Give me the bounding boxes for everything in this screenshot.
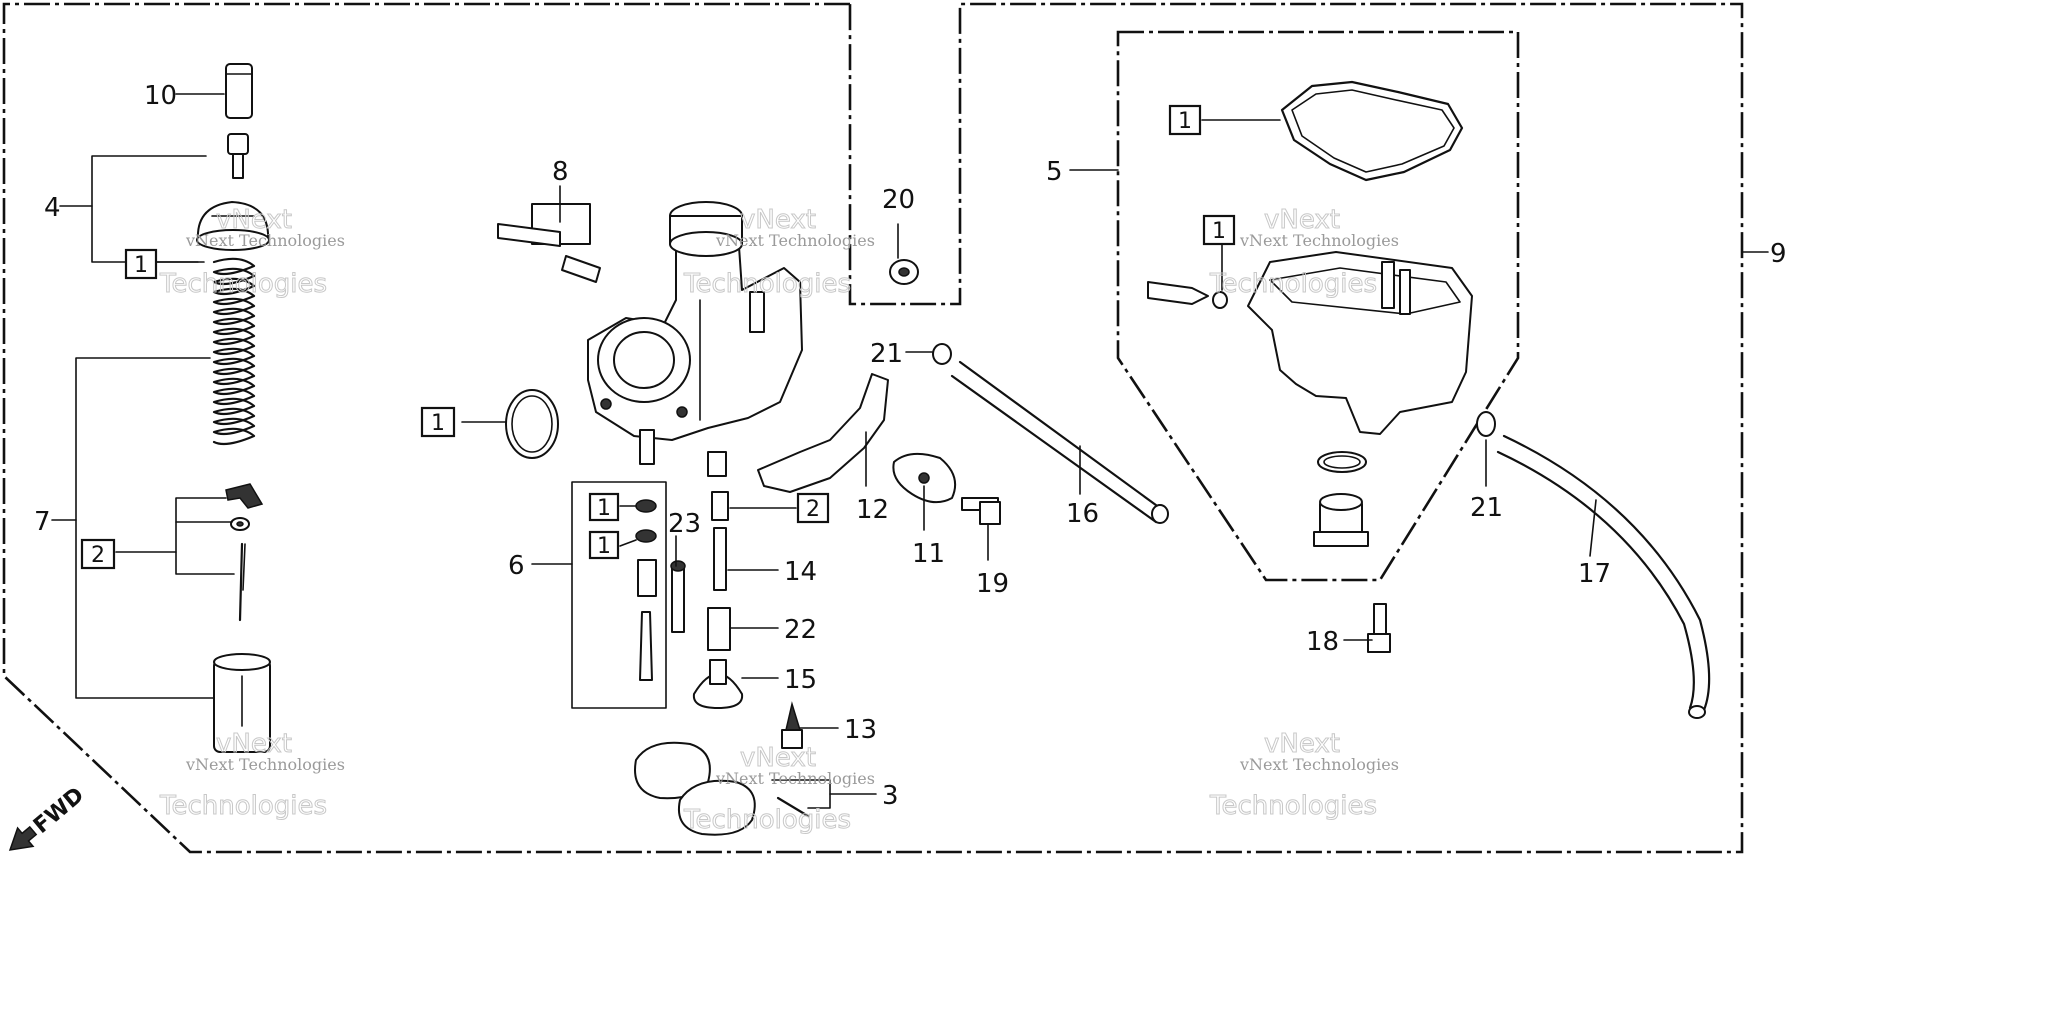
part-needle-clip-set [225, 483, 264, 622]
svg-text:vNext: vNext [740, 205, 816, 235]
svg-text:vNext Technologies: vNext Technologies [715, 231, 875, 250]
watermark-4: vNext Technologies vNext Technologies [159, 729, 345, 822]
part-o-ring [505, 389, 559, 459]
part-4-adjuster [227, 133, 249, 179]
part-20-nut [889, 259, 919, 285]
svg-text:vNext Technologies: vNext Technologies [185, 231, 345, 250]
svg-text:1: 1 [134, 253, 148, 278]
part-14-float-valve [707, 491, 731, 651]
part-16-hose [932, 343, 1169, 524]
label-10: 10 [144, 81, 177, 111]
svg-text:1: 1 [597, 534, 611, 559]
part-17-hose [1476, 411, 1711, 719]
label-7: 7 [34, 507, 51, 537]
svg-text:Technologies: Technologies [683, 805, 851, 835]
svg-text:vNext Technologies: vNext Technologies [1239, 231, 1399, 250]
watermark-2: vNext Technologies vNext Technologies [683, 205, 875, 300]
svg-text:Technologies: Technologies [1209, 791, 1377, 821]
kit-box-1e: 1 [1168, 104, 1202, 136]
part-5-drain-screw [1147, 281, 1228, 309]
label-6: 6 [508, 551, 525, 581]
label-9: 9 [1770, 239, 1787, 269]
svg-text:FWD: FWD [29, 783, 89, 839]
label-15: 15 [784, 665, 817, 695]
svg-text:2: 2 [806, 497, 820, 522]
part-19-screw [961, 497, 1001, 525]
part-13-needle [781, 701, 803, 749]
svg-text:vNext: vNext [216, 205, 292, 235]
svg-text:2: 2 [91, 543, 105, 568]
label-13: 13 [844, 715, 877, 745]
label-17: 17 [1578, 559, 1611, 589]
label-14: 14 [784, 557, 817, 587]
leaders-left [51, 93, 235, 699]
watermark-5: vNext Technologies vNext Technologies [683, 743, 875, 836]
label-22: 22 [784, 615, 817, 645]
svg-text:vNext: vNext [740, 743, 816, 773]
kit-box-2b: 2 [796, 492, 830, 524]
part-number-labels: 3 4 5 6 7 8 9 10 11 12 13 14 15 16 17 18… [34, 81, 1787, 811]
part-18-bolt [1367, 603, 1391, 653]
part-5-gasket [1280, 80, 1464, 182]
part-15-float [692, 659, 744, 709]
part-spring [212, 257, 256, 446]
assembly-boundary [2, 2, 1744, 854]
fwd-arrow-icon [8, 825, 38, 851]
svg-text:1: 1 [1212, 219, 1226, 244]
svg-text:vNext Technologies: vNext Technologies [715, 769, 875, 788]
leaders-center-right [461, 119, 1769, 809]
label-8: 8 [552, 157, 569, 187]
part-6-jet-set [571, 481, 667, 709]
label-18: 18 [1306, 627, 1339, 657]
kit-box-2a: 2 [80, 538, 116, 570]
svg-text:Technologies: Technologies [159, 269, 327, 299]
svg-text:vNext: vNext [216, 729, 292, 759]
svg-text:vNext Technologies: vNext Technologies [1239, 755, 1399, 774]
svg-text:Technologies: Technologies [683, 269, 851, 299]
label-5: 5 [1046, 157, 1063, 187]
part-4-top-cover [196, 201, 270, 251]
label-3: 3 [882, 781, 899, 811]
svg-text:1: 1 [597, 496, 611, 521]
svg-text:1: 1 [1178, 109, 1192, 134]
svg-text:1: 1 [431, 411, 445, 436]
kit-box-1f: 1 [1202, 214, 1236, 246]
part-11-link [892, 452, 956, 504]
part-3-floats [634, 741, 810, 836]
kit-box-1a: 1 [124, 248, 158, 280]
part-carburetor-body [587, 201, 803, 477]
svg-text:vNext: vNext [1264, 205, 1340, 235]
watermark-1: vNext Technologies vNext Technologies [159, 205, 345, 300]
part-5-float-chamber [1247, 251, 1473, 435]
label-20: 20 [882, 185, 915, 215]
label-21b: 21 [1470, 493, 1503, 523]
label-16: 16 [1066, 499, 1099, 529]
kit-box-1c: 1 [588, 492, 620, 522]
part-throttle-valve [213, 653, 271, 753]
watermark-6: vNext Technologies vNext Technologies [1209, 729, 1399, 822]
label-23: 23 [668, 509, 701, 539]
kit-box-1b: 1 [420, 406, 456, 438]
svg-text:Technologies: Technologies [159, 791, 327, 821]
part-23-jet [670, 560, 686, 633]
svg-text:Technologies: Technologies [1209, 269, 1377, 299]
watermark-3: vNext Technologies vNext Technologies [1209, 205, 1399, 300]
svg-text:vNext: vNext [1264, 729, 1340, 759]
label-11: 11 [912, 539, 945, 569]
part-5-o-ring-small [1317, 451, 1367, 473]
kit-box-1d: 1 [588, 530, 620, 560]
part-5-drain-plug [1313, 493, 1369, 547]
label-4: 4 [44, 193, 61, 223]
part-10-cap [225, 63, 253, 119]
label-21a: 21 [870, 339, 903, 369]
part-8-screw [497, 203, 601, 283]
part-12-lever [757, 373, 889, 493]
label-19: 19 [976, 569, 1009, 599]
label-12: 12 [856, 495, 889, 525]
svg-text:vNext Technologies: vNext Technologies [185, 755, 345, 774]
fwd-direction-indicator: FWD [8, 783, 89, 851]
